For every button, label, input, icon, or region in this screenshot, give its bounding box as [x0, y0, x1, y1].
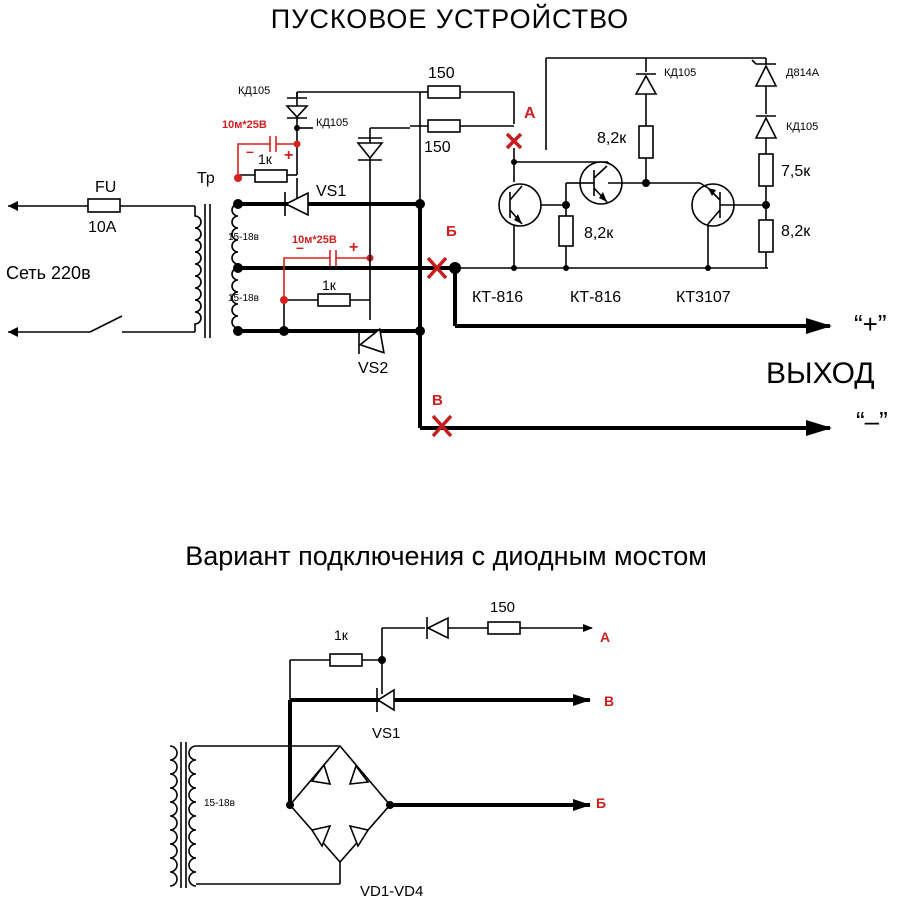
thyristor-vs2: VS2 [358, 302, 388, 377]
output-minus: “–” [856, 406, 888, 436]
bridge-label: VD1-VD4 [360, 883, 423, 899]
transformer: Тр 15-18в 15-18в [194, 170, 259, 338]
resistor-8k2-a [558, 215, 574, 247]
junction [233, 199, 243, 209]
transformer-name: Тр [197, 170, 215, 187]
point-v-label: В [432, 392, 443, 409]
mains-label: Сеть 220в [6, 263, 91, 283]
fuse: FU 10А [87, 179, 121, 236]
cap2-plus: + [349, 239, 358, 256]
resistor-1k-a-label: 1к [258, 151, 273, 167]
resistor-8k2-c-label: 8,2к [781, 223, 811, 240]
diagram-title: ПУСКОВОЕ УСТРОЙСТВО [271, 3, 629, 34]
point-a: А [505, 105, 536, 150]
transistor-kt816-1 [498, 183, 566, 268]
fuse-name: FU [95, 179, 116, 196]
transistor-2-label: КТ-816 [570, 289, 621, 306]
capacitor-1-label: 10м*25В [222, 119, 267, 131]
junction [233, 326, 243, 336]
mains-input: Сеть 220в [6, 201, 195, 337]
diode-top: КД105 КД105 [238, 85, 348, 131]
variant-diode [426, 616, 449, 640]
resistor-8k2-c [758, 219, 774, 253]
transistor-1-label: КТ-816 [472, 289, 523, 306]
variant-thyristor-label: VS1 [372, 725, 400, 742]
variant-resistor-1k-label: 1к [334, 627, 349, 643]
variant-point-a: А [600, 629, 610, 645]
junction [449, 262, 461, 274]
diode-right: КД105 [634, 67, 696, 126]
output-label: ВЫХОД [766, 357, 875, 390]
winding-bottom-label: 15-18в [228, 293, 259, 304]
resistor-8k2-b [638, 125, 654, 159]
variant-resistor-150 [487, 621, 521, 635]
transistor-3-label: КТ3107 [676, 289, 731, 306]
resistor-7k5-label: 7,5к [781, 163, 811, 180]
zener-d814a: Д814А [751, 58, 820, 87]
resistor-8k2-b-label: 8,2к [597, 130, 627, 147]
mains-switch [89, 315, 123, 333]
vs1-label: VS1 [316, 183, 346, 200]
capacitor-2-label: 10м*25В [292, 234, 337, 246]
point-b: Б [426, 223, 457, 280]
cap1-plus: + [284, 147, 293, 164]
resistor-150-a-label: 150 [428, 65, 455, 82]
junction [233, 263, 243, 273]
diode-bridge: VD1-VD4 [286, 700, 423, 899]
resistor-7k5 [758, 153, 774, 187]
variant-subtitle: Вариант подключения с диодным мостом [185, 541, 707, 571]
junction [415, 326, 425, 336]
variant-transformer: 15-18в [169, 742, 235, 888]
resistor-1k-a [254, 169, 288, 183]
resistor-150-b-label: 150 [424, 139, 451, 156]
diode-right-2-label: КД105 [786, 121, 818, 133]
variant-resistor-150-label: 150 [490, 599, 515, 616]
point-b-label: Б [446, 223, 457, 240]
point-a-label: А [524, 105, 536, 122]
vs2-label: VS2 [358, 360, 388, 377]
resistor-150-a [427, 85, 461, 99]
zener-label: Д814А [786, 67, 820, 79]
output-plus: “+” [854, 309, 887, 339]
fuse-rating: 10А [88, 219, 117, 236]
transistor-kt3107 [691, 182, 766, 268]
variant-resistor-1k [329, 653, 363, 667]
variant-point-v: В [604, 693, 614, 709]
diode-right-label: КД105 [664, 67, 696, 79]
variant-winding-label: 15-18в [204, 798, 235, 809]
variant-thyristor: VS1 [372, 660, 400, 742]
cap2-minus: – [296, 239, 304, 255]
resistor-1k-b-label: 1к [322, 277, 337, 293]
diode-top-label: КД105 [238, 85, 270, 97]
thyristor-vs1: VS1 [284, 178, 346, 217]
resistor-150-b [427, 119, 461, 133]
cap1-minus: – [246, 143, 254, 159]
variant-point-b: Б [596, 795, 606, 811]
diode-right-2: КД105 [754, 115, 818, 139]
resistor-8k2-a-label: 8,2к [584, 225, 614, 242]
winding-top-label: 15-18в [228, 232, 259, 243]
diode-vs2-gate [356, 137, 384, 161]
resistor-1k-b [317, 293, 351, 307]
diode-top-2-label: КД105 [316, 117, 348, 129]
point-v: В [431, 392, 453, 438]
